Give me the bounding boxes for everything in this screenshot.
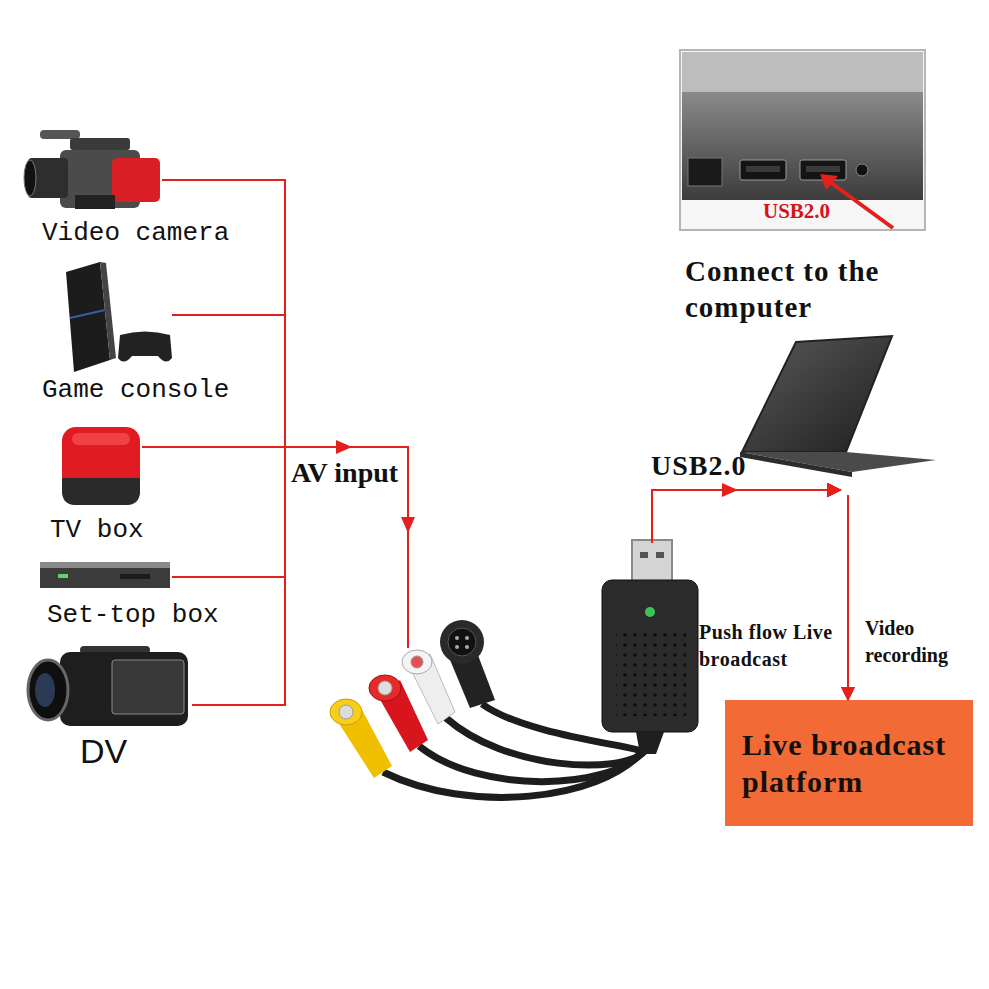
signal-wire <box>142 447 840 648</box>
rca-socket <box>378 681 392 695</box>
signal-wire <box>162 180 840 648</box>
node-label: DV <box>80 731 127 771</box>
device-node: Set-top box <box>40 562 172 592</box>
node-label: TV box <box>50 515 144 545</box>
tv-box-illustration <box>62 427 140 505</box>
signal-label: AV input <box>291 457 398 489</box>
camera-lens <box>24 160 36 196</box>
laptop-screen <box>742 336 892 452</box>
rca-socket <box>411 656 423 668</box>
node-label: Set-top box <box>47 600 219 630</box>
signal-label: USB2.0 <box>651 450 746 482</box>
cable-neck <box>636 732 664 754</box>
console-light <box>70 310 105 318</box>
set-top-body <box>40 566 170 588</box>
set-top-lid <box>40 562 170 568</box>
dv-illustration <box>28 646 188 726</box>
device-node: TV box <box>60 425 142 507</box>
rca-head-yellow <box>330 699 362 725</box>
audio-jack <box>856 164 868 176</box>
node-label: Connect to the computer <box>685 253 925 325</box>
dv-lens-glass <box>35 673 55 707</box>
rca-plug-yellow <box>338 706 392 778</box>
set-top-slot <box>120 574 150 579</box>
camera-handle <box>70 138 130 150</box>
game-controller <box>118 332 172 362</box>
rca-head-red <box>369 675 401 701</box>
svideo-pin <box>455 636 459 640</box>
signal-wire <box>847 495 849 700</box>
set-top-light <box>58 574 68 578</box>
flow-arrow <box>401 517 415 533</box>
ethernet-port <box>688 158 722 186</box>
device-node: Video camera <box>25 128 162 218</box>
node-label: Game console <box>42 375 229 405</box>
computer-node: Connect to the computer <box>840 335 935 495</box>
laptop-side <box>682 92 923 200</box>
flow-arrow <box>336 440 352 454</box>
camera-mic <box>40 130 80 139</box>
signal-wire <box>172 315 840 648</box>
edge-label: Video recording <box>865 615 975 669</box>
rca-socket <box>339 705 353 719</box>
svideo-pin <box>455 645 459 649</box>
port-label: USB2.0 <box>763 198 830 224</box>
camera-base <box>75 195 115 209</box>
dv-body <box>60 652 188 726</box>
signal-wire <box>172 447 840 648</box>
device-node: Game console <box>60 262 172 372</box>
usb-plug <box>632 540 672 584</box>
rca-plug-red <box>378 680 428 752</box>
tv-box-base <box>62 478 140 505</box>
platform-box: Live broadcast platform <box>725 700 973 826</box>
device-node: DV <box>28 645 192 733</box>
flow-arrow <box>722 483 738 497</box>
rca-plug-white <box>410 654 455 724</box>
dv-screen <box>112 660 184 714</box>
tv-box-shine <box>72 433 130 445</box>
svideo-pin <box>465 645 469 649</box>
flow-label: Push flow Live broadcast <box>699 619 849 673</box>
node-label: Video camera <box>42 218 229 248</box>
usb-port-tongue <box>806 166 840 172</box>
usb-plug-hole <box>640 552 648 558</box>
set-top-box-illustration <box>40 562 170 588</box>
video-camera-illustration <box>24 130 160 209</box>
dv-lens <box>28 660 68 720</box>
usb-port-tongue <box>746 166 780 172</box>
svideo-head <box>440 620 484 664</box>
camera-side-panel <box>112 158 160 202</box>
pointer-arrow <box>830 182 893 228</box>
dongle-body <box>602 580 698 732</box>
status-led <box>645 607 655 617</box>
laptop-lid <box>682 52 923 92</box>
usb-plug-hole <box>656 552 664 558</box>
photo-frame <box>680 50 925 230</box>
vent-holes <box>616 630 686 716</box>
game-console-illustration <box>66 262 172 372</box>
tv-box-body <box>62 427 140 505</box>
usb-port-photo <box>680 50 925 230</box>
rca-head-white <box>402 650 432 674</box>
usb-port <box>740 160 786 180</box>
capture-dongle <box>330 540 698 797</box>
node-label: Live broadcast platform <box>742 726 965 800</box>
pointer-arrow-head <box>820 174 838 190</box>
laptop-edge <box>740 452 852 477</box>
svideo-socket <box>448 628 476 656</box>
svideo-pin <box>465 636 469 640</box>
laptop-illustration <box>740 336 936 477</box>
